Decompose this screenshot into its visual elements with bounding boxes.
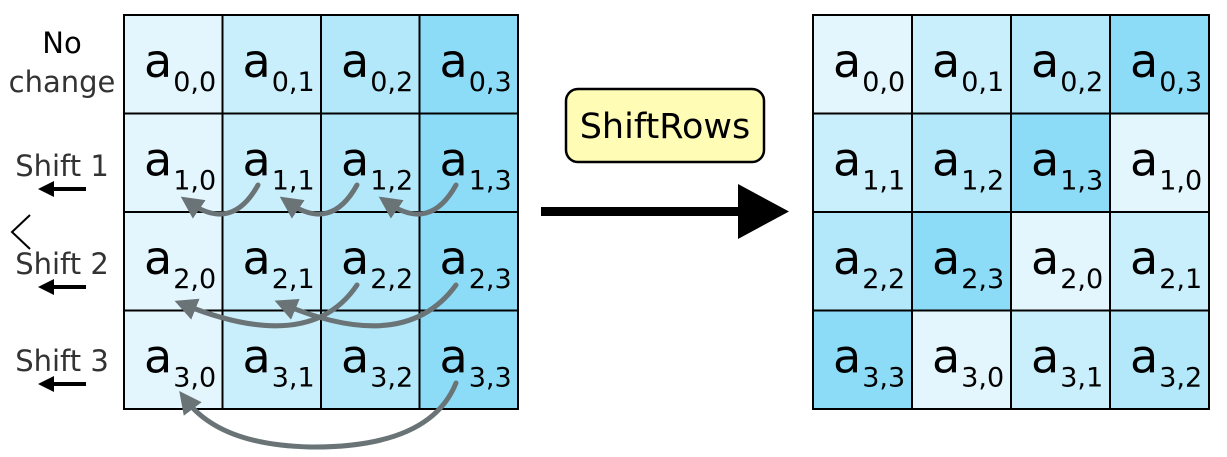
input-cell-2-3: a2,3 — [418, 211, 519, 312]
input-cell-2-2: a2,2 — [320, 211, 421, 312]
shift-curves — [174, 182, 459, 450]
output-cell-label: a3,1 — [1031, 330, 1103, 394]
row1-curve-2 — [378, 182, 459, 219]
input-cell-label: a0,2 — [341, 34, 413, 98]
input-cell-label: a0,0 — [144, 34, 216, 98]
row-labels: No change Shift 1 Shift 2 Shift 3 — [9, 26, 116, 378]
output-cell-0-1: a0,1 — [911, 14, 1012, 115]
input-cell-1-2: a1,2 — [320, 112, 421, 213]
input-cell-1-1: a1,1 — [221, 112, 322, 213]
output-cell-2-3: a2,1 — [1109, 211, 1210, 312]
row1-label: Shift 1 — [15, 149, 109, 183]
output-cell-label: a3,2 — [1130, 330, 1202, 394]
input-cell-label: a2,0 — [144, 231, 216, 295]
row3-curve-0 — [179, 380, 459, 450]
output-cell-label: a2,0 — [1031, 231, 1103, 295]
output-cell-label: a0,0 — [833, 34, 905, 98]
output-cell-3-0: a3,3 — [812, 309, 913, 410]
input-cell-label: a0,1 — [243, 34, 315, 98]
input-cell-label: a1,0 — [144, 133, 216, 197]
shift1-left-arrow-icon — [38, 181, 86, 197]
output-cell-label: a2,2 — [833, 231, 905, 295]
output-cell-label: a0,1 — [932, 34, 1004, 98]
shiftrows-box: ShiftRows — [564, 87, 766, 164]
input-cell-0-3: a0,3 — [418, 14, 519, 115]
row1-curve-1 — [279, 182, 360, 219]
output-cell-0-2: a0,2 — [1010, 14, 1111, 115]
output-cell-label: a1,3 — [1031, 133, 1103, 197]
row2-curve-1 — [274, 282, 459, 329]
input-cell-label: a2,1 — [243, 231, 315, 295]
input-cell-1-3: a1,3 — [418, 112, 519, 213]
shift-arrows — [10, 181, 86, 392]
output-cell-1-1: a1,2 — [911, 112, 1012, 213]
output-cell-label: a3,3 — [833, 330, 905, 394]
shift3-left-arrow-icon — [38, 376, 86, 392]
input-state-grid: a0,0 a0,1 a0,2 a0,3 a1,0 a1,1 a1,2 a1,3 a2,0 a2,1… — [123, 14, 519, 410]
output-cell-2-1: a2,3 — [911, 211, 1012, 312]
output-cell-label: a3,0 — [932, 330, 1004, 394]
output-cell-0-3: a0,3 — [1109, 14, 1210, 115]
output-cell-label: a1,1 — [833, 133, 905, 197]
output-cell-3-2: a3,1 — [1010, 309, 1111, 410]
input-cell-0-0: a0,0 — [123, 14, 224, 115]
output-state-grid: a0,0 a0,1 a0,2 a0,3 a1,1 a1,2 a1,3 a1,0 a2,2 a2,3… — [812, 14, 1210, 410]
input-cell-label: a3,3 — [440, 330, 512, 394]
output-cell-0-0: a0,0 — [812, 14, 913, 115]
output-cell-label: a2,1 — [1130, 231, 1202, 295]
shiftrows-label: ShiftRows — [580, 107, 751, 147]
output-cell-1-3: a1,0 — [1109, 112, 1210, 213]
input-cell-0-1: a0,1 — [221, 14, 322, 115]
output-cell-1-0: a1,1 — [812, 112, 913, 213]
input-cell-label: a3,0 — [144, 330, 216, 394]
row2-curve-0 — [174, 282, 360, 329]
input-cell-2-0: a2,0 — [123, 211, 224, 312]
output-cell-label: a0,3 — [1130, 34, 1202, 98]
transform-arrow-icon — [541, 184, 789, 239]
row0-label-line2: change — [9, 65, 116, 99]
row0-label-line1: No — [42, 26, 81, 60]
input-cell-3-3: a3,3 — [418, 309, 519, 410]
output-cell-label: a0,2 — [1031, 34, 1103, 98]
shift2-left-arrow-icon — [38, 279, 86, 295]
row1-curve-0 — [180, 182, 261, 219]
input-cell-label: a3,2 — [341, 330, 413, 394]
output-cell-2-2: a2,0 — [1010, 211, 1111, 312]
row2-label: Shift 2 — [15, 247, 109, 281]
input-cell-label: a0,3 — [440, 34, 512, 98]
row3-label: Shift 3 — [15, 344, 109, 378]
input-cell-label: a2,2 — [341, 231, 413, 295]
output-cell-3-3: a3,2 — [1109, 309, 1210, 410]
input-cell-label: a1,2 — [341, 133, 413, 197]
output-cell-3-1: a3,0 — [911, 309, 1012, 410]
input-cell-label: a1,3 — [440, 133, 512, 197]
input-cell-label: a2,3 — [440, 231, 512, 295]
output-cell-label: a2,3 — [932, 231, 1004, 295]
input-cell-label: a1,1 — [243, 133, 315, 197]
output-cell-label: a1,2 — [932, 133, 1004, 197]
input-cell-0-2: a0,2 — [320, 14, 421, 115]
input-cell-label: a3,1 — [243, 330, 315, 394]
input-cell-2-1: a2,1 — [221, 211, 322, 312]
input-cell-1-0: a1,0 — [123, 112, 224, 213]
input-cell-3-0: a3,0 — [123, 309, 224, 410]
output-cell-2-0: a2,2 — [812, 211, 913, 312]
output-cell-label: a1,0 — [1130, 133, 1202, 197]
output-cell-1-2: a1,3 — [1010, 112, 1111, 213]
chevron-left-icon — [10, 214, 31, 250]
